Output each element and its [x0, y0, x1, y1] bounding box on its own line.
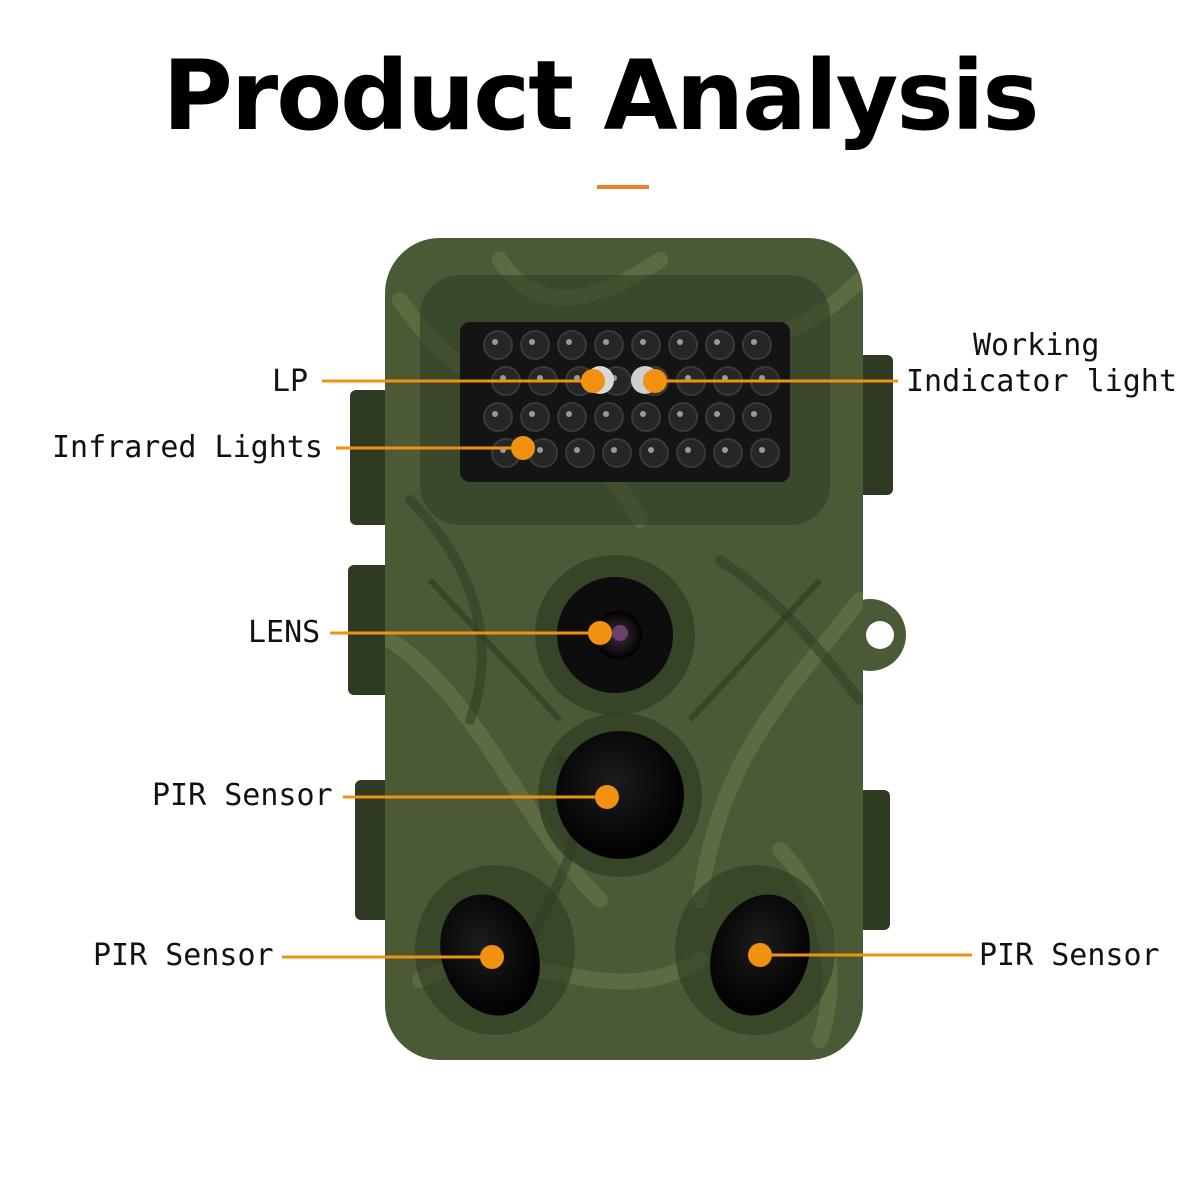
infrared-led-glint — [492, 411, 498, 417]
infrared-led — [602, 438, 632, 468]
label-lp: LP — [272, 364, 309, 399]
infrared-led-glint — [714, 411, 720, 417]
callout-dot-infrared — [511, 436, 535, 460]
infrared-led — [750, 438, 780, 468]
infrared-led-glint — [640, 411, 646, 417]
infrared-led — [668, 402, 698, 432]
infrared-led-glint — [574, 447, 580, 453]
infrared-led-glint — [566, 411, 572, 417]
infrared-led — [705, 402, 735, 432]
infrared-led — [557, 402, 587, 432]
infrared-led — [631, 402, 661, 432]
label-working-indicator-line1: Working — [973, 328, 1100, 363]
callout-dot-lens — [588, 621, 612, 645]
infrared-led-glint — [722, 447, 728, 453]
infrared-led-glint — [751, 411, 757, 417]
lens-assembly — [535, 555, 695, 715]
infrared-led — [557, 330, 587, 360]
infrared-led — [483, 402, 513, 432]
label-working-indicator-line2: Indicator light — [906, 364, 1177, 399]
infrared-led-glint — [640, 339, 646, 345]
label-pir-right: PIR Sensor — [979, 938, 1160, 973]
infrared-led — [676, 438, 706, 468]
callout-dot-working-indicator — [643, 369, 667, 393]
pir-sensor-center — [538, 713, 702, 877]
infrared-led — [742, 402, 772, 432]
infrared-led-glint — [566, 339, 572, 345]
infrared-led — [668, 330, 698, 360]
infrared-led-glint — [603, 411, 609, 417]
infrared-led — [705, 330, 735, 360]
label-pir-left: PIR Sensor — [93, 938, 274, 973]
callout-dot-pir-center — [595, 785, 619, 809]
infrared-led — [565, 438, 595, 468]
infrared-led-panel — [460, 322, 790, 482]
infrared-led — [713, 438, 743, 468]
label-lens: LENS — [248, 615, 321, 650]
callout-dot-pir-right — [748, 943, 772, 967]
infrared-led — [631, 330, 661, 360]
infrared-led — [520, 402, 550, 432]
infrared-led-glint — [759, 447, 765, 453]
infrared-led-glint — [529, 339, 535, 345]
callout-dot-pir-left — [480, 945, 504, 969]
infrared-led — [639, 438, 669, 468]
infrared-led — [742, 330, 772, 360]
infrared-led-glint — [751, 339, 757, 345]
infrared-led — [483, 330, 513, 360]
infrared-led-glint — [529, 411, 535, 417]
label-pir-center: PIR Sensor — [152, 778, 333, 813]
infrared-led-glint — [685, 447, 691, 453]
infrared-led-glint — [714, 339, 720, 345]
page-title: Product Analysis — [162, 40, 1039, 152]
infrared-led-glint — [677, 411, 683, 417]
infrared-led-glint — [648, 447, 654, 453]
infrared-led-glint — [492, 339, 498, 345]
infrared-led-glint — [537, 447, 543, 453]
infrared-led — [594, 402, 624, 432]
infrared-led — [594, 330, 624, 360]
infrared-led — [520, 330, 550, 360]
infrared-led-glint — [603, 339, 609, 345]
label-infrared-lights: Infrared Lights — [52, 430, 323, 465]
infrared-led-glint — [611, 447, 617, 453]
callout-dot-lp — [581, 369, 605, 393]
infrared-led-glint — [677, 339, 683, 345]
title-divider — [597, 185, 649, 189]
